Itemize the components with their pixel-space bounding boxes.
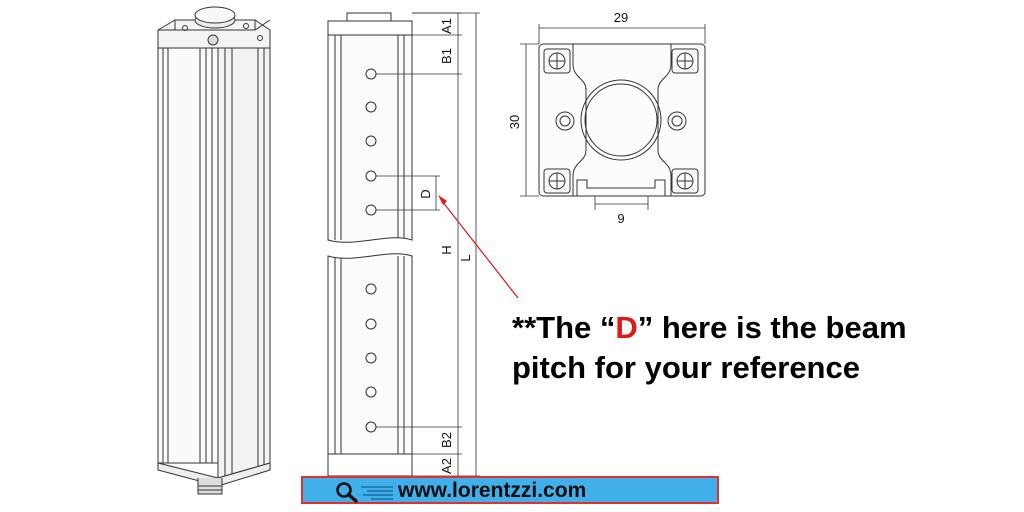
top-view-dimensions	[520, 24, 706, 210]
sensor-top-view	[538, 43, 706, 197]
dim-width-29: 29	[614, 10, 628, 25]
beam-pitch-note: **The “D” here is the beam pitch for you…	[512, 308, 1012, 388]
sensor-front-view	[327, 12, 413, 477]
dim-a2: A2	[439, 458, 454, 474]
sensor-isometric-view	[157, 6, 271, 495]
pointer-arrow	[438, 195, 519, 299]
search-icon	[336, 482, 358, 503]
dim-slot-9: 9	[617, 211, 624, 226]
dim-b2: B2	[439, 432, 454, 448]
dim-b1: B1	[439, 48, 454, 64]
note-d-letter: D	[615, 310, 638, 345]
website-url[interactable]: www.lorentzzi.com	[398, 479, 587, 502]
note-line-1: **The “D” here is the beam	[512, 310, 907, 345]
dim-d: D	[418, 189, 433, 198]
dim-height-30: 30	[507, 115, 522, 129]
dim-l: L	[458, 254, 473, 261]
website-bar[interactable]: www.lorentzzi.com	[301, 476, 719, 504]
dim-a1: A1	[439, 18, 454, 34]
dim-h: H	[439, 245, 454, 254]
note-line-2: pitch for your reference	[512, 350, 860, 385]
speed-lines-icon	[361, 486, 393, 500]
